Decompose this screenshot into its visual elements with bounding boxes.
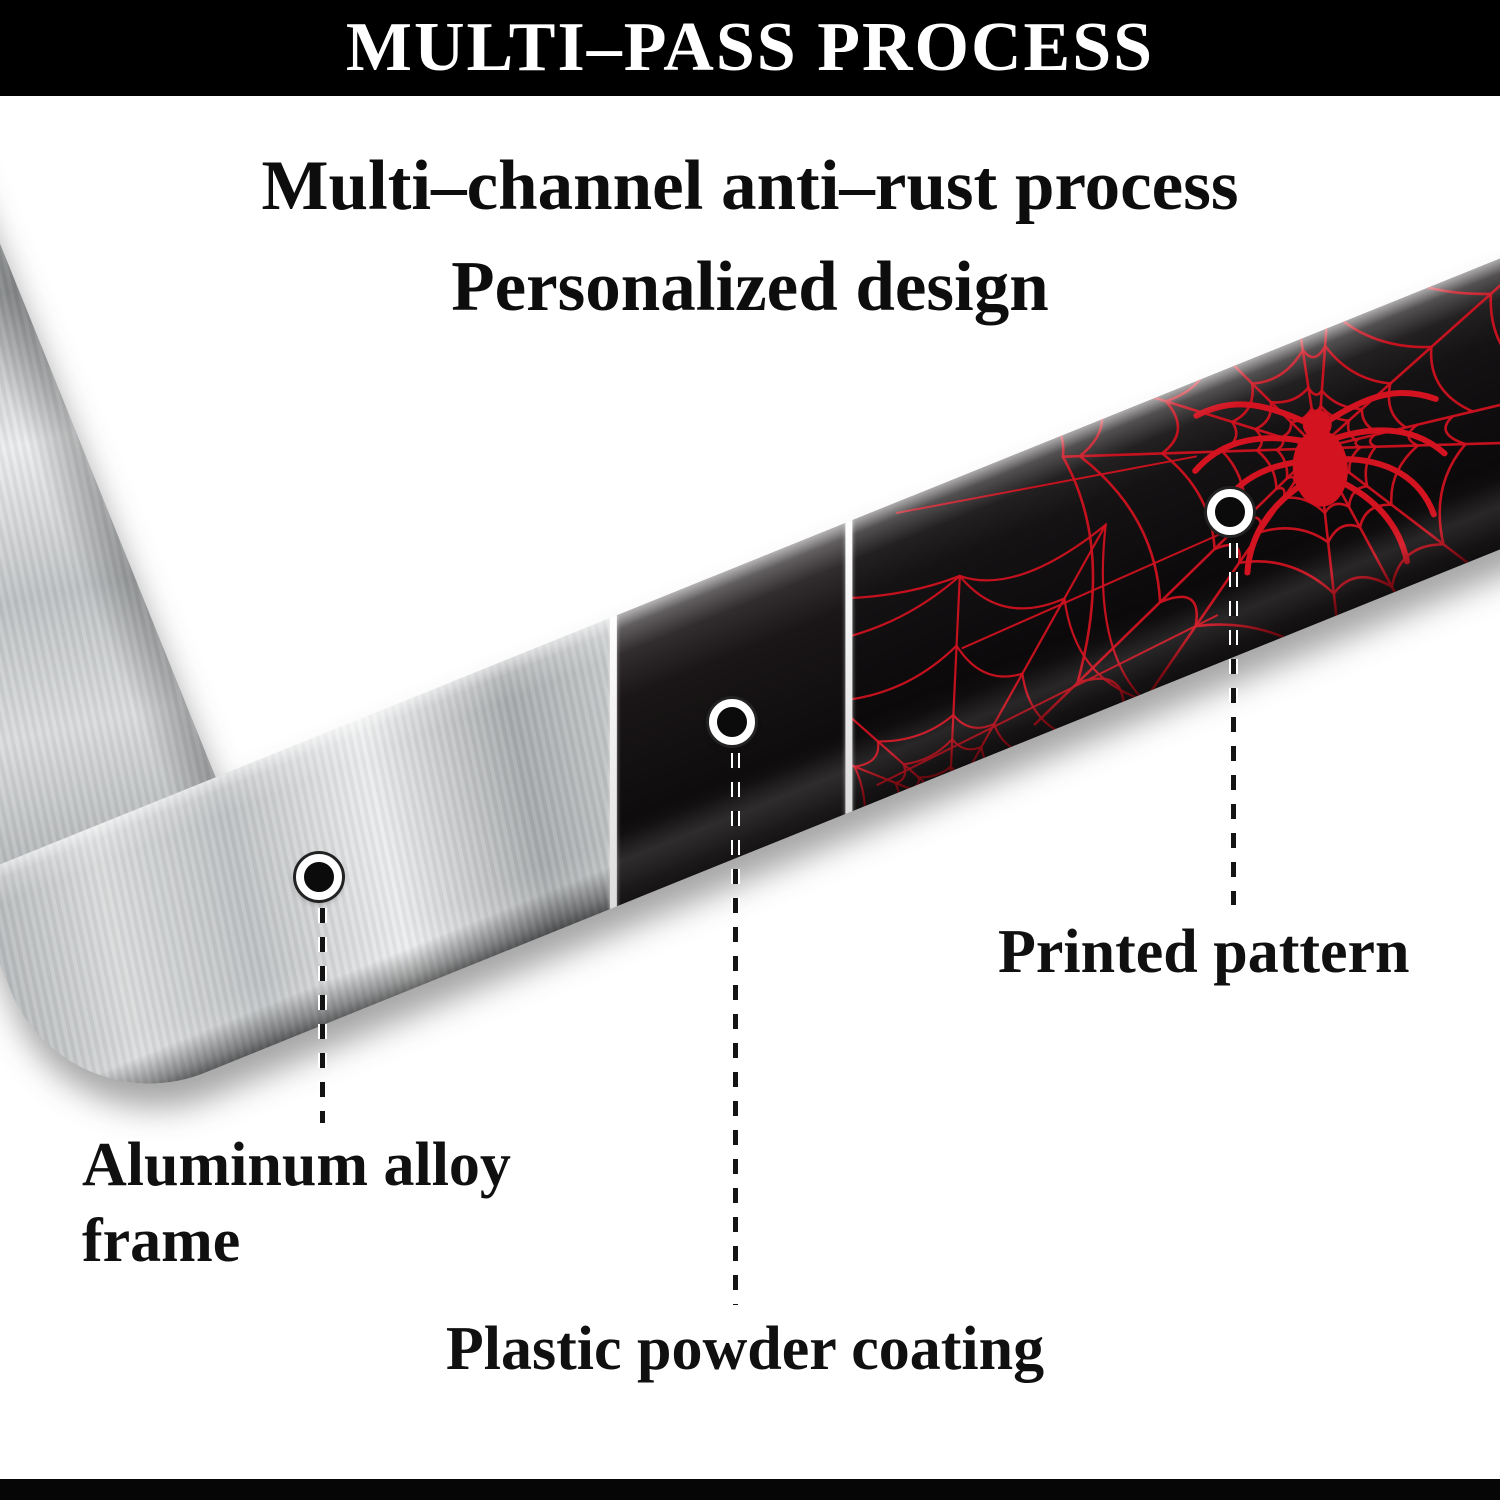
callout-label-printed: Printed pattern (998, 918, 1410, 986)
dashed-line-coating (731, 753, 740, 1305)
separator-line-1 (609, 614, 617, 911)
callout-dot-coating (709, 699, 755, 745)
dashed-line-aluminum (318, 908, 327, 1123)
callout-label-aluminum: Aluminum alloy frame (82, 1131, 511, 1275)
license-plate-frame (0, 35, 1500, 1129)
intro-line-1: Multi–channel anti–rust process (261, 147, 1239, 225)
header-bar: MULTI–PASS PROCESS (0, 0, 1500, 96)
footer-bar (0, 1479, 1500, 1500)
callout-label-coating: Plastic powder coating (445, 1315, 1045, 1383)
intro-text: Multi–channel anti–rust process Personal… (0, 136, 1500, 338)
callout-dot-aluminum (296, 854, 342, 900)
callout-dot-printed (1207, 489, 1253, 535)
separator-line-2 (845, 518, 853, 815)
intro-line-2: Personalized design (451, 247, 1049, 326)
page-title: MULTI–PASS PROCESS (345, 9, 1155, 86)
dashed-line-printed (1229, 543, 1238, 905)
